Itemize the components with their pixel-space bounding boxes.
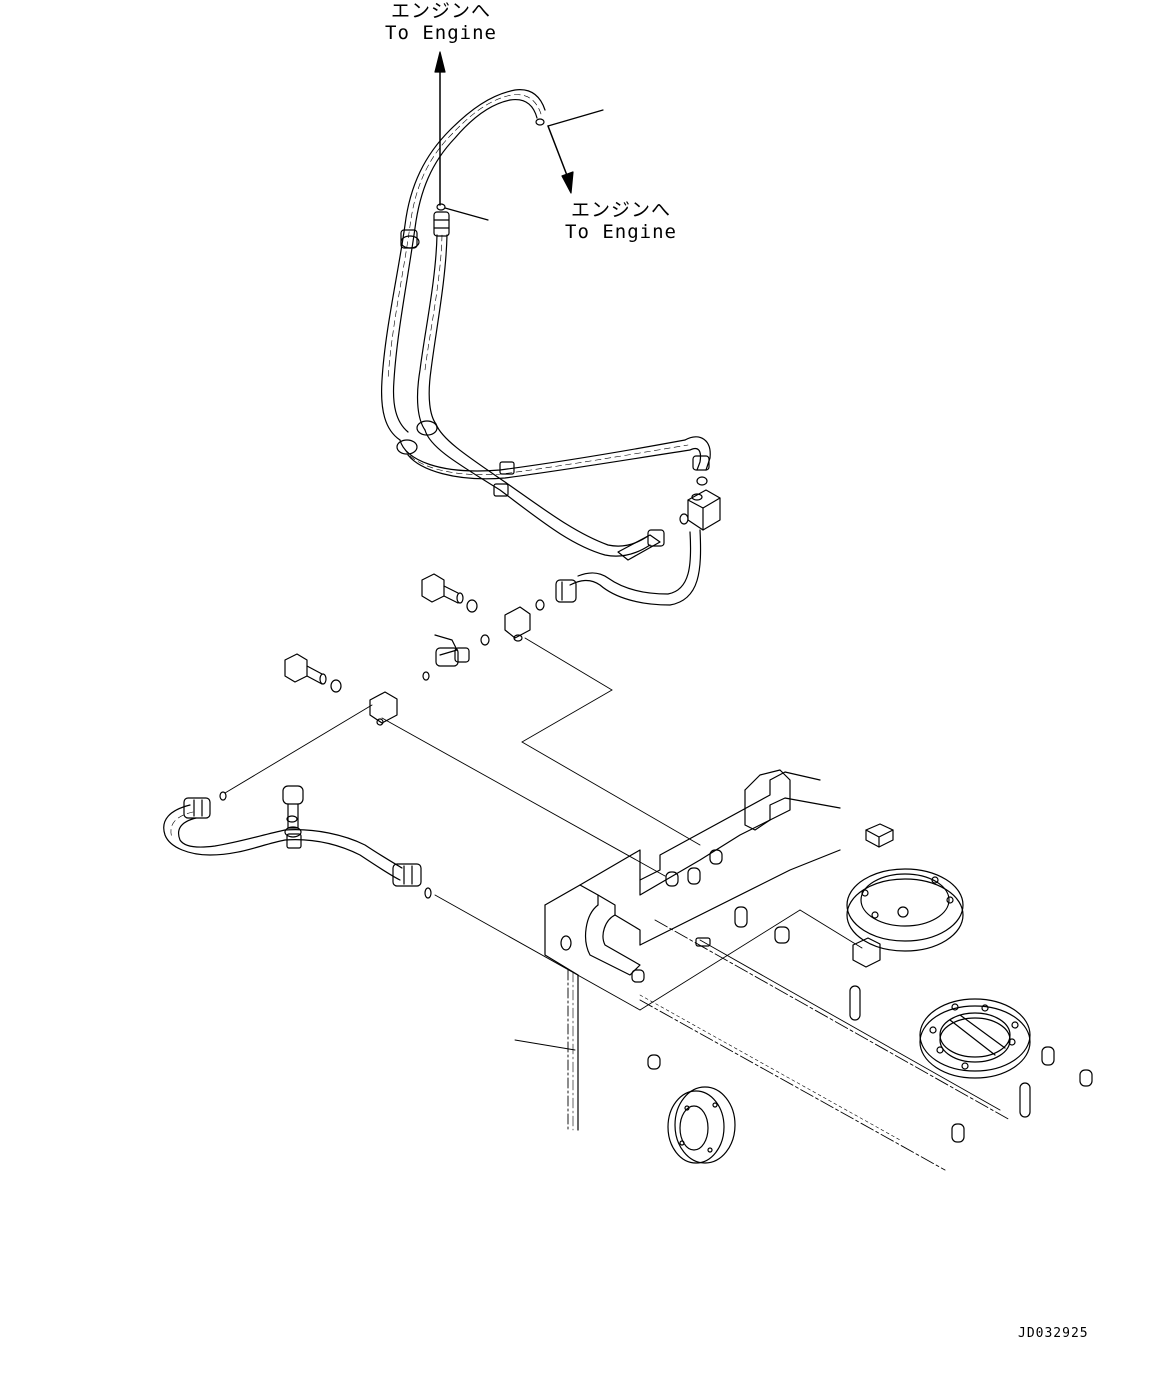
- frame-structure: [545, 770, 1010, 1170]
- leader-lines: [225, 638, 862, 1050]
- arrow-to-engine-top: [435, 52, 488, 220]
- middle-fittings: [220, 574, 544, 898]
- label-to-engine-right-jp: エンジンへ: [570, 199, 671, 221]
- label-to-engine-right: エンジンへ To Engine: [560, 199, 682, 243]
- right-components: [648, 824, 1092, 1163]
- arrow-to-engine-right: [548, 110, 603, 193]
- label-to-engine-top-jp: エンジンへ: [390, 0, 491, 22]
- label-to-engine-top: エンジンへ To Engine: [380, 0, 502, 44]
- label-to-engine-right-en: To Engine: [565, 221, 677, 243]
- upper-hose-assembly: [382, 90, 720, 605]
- lower-hose: [164, 798, 421, 886]
- label-to-engine-top-en: To Engine: [385, 22, 497, 44]
- drawing-id: JD032925: [1018, 1326, 1089, 1341]
